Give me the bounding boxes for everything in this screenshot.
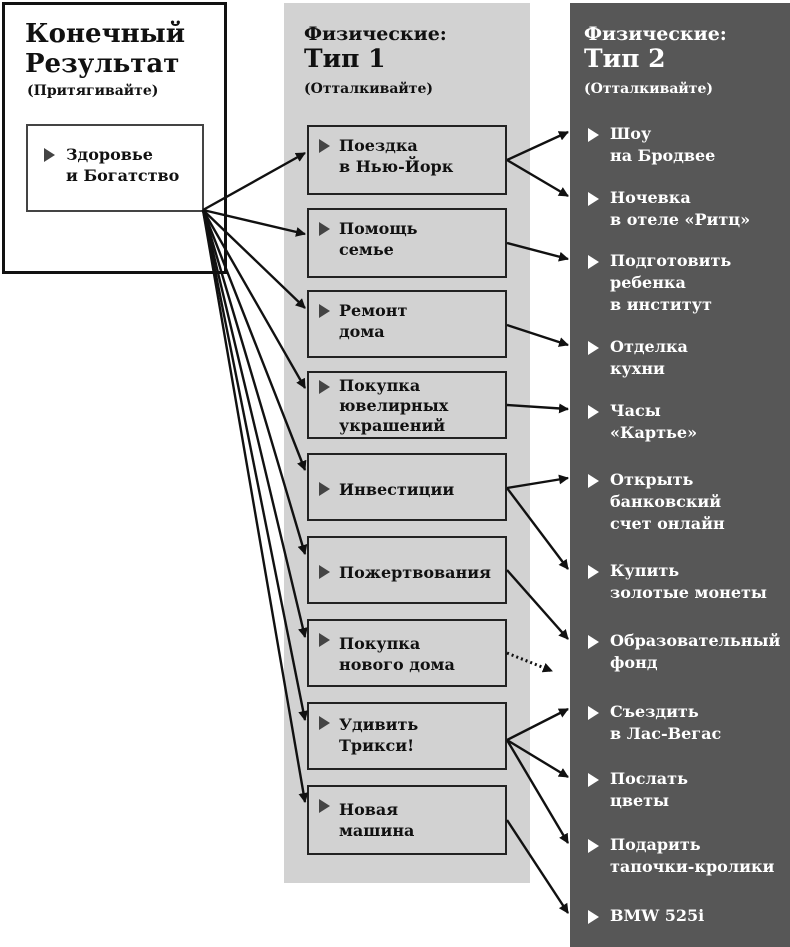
type2-item-label: Шоу на Бродвее	[610, 124, 716, 165]
end-result-box: Здоровье и Богатство	[26, 124, 204, 212]
arrow-result-to-type1	[201, 209, 307, 471]
type1-subtitle: (Отталкивайте)	[304, 81, 433, 97]
triangle-bullet-icon	[588, 773, 599, 787]
type1-box-label: Инвестиции	[339, 480, 455, 499]
arrow-type1-to-type2	[506, 241, 569, 262]
type2-item-label: Отделка кухни	[610, 337, 688, 378]
triangle-bullet-icon	[319, 380, 330, 394]
arrow-result-to-type1	[202, 209, 306, 309]
type1-box-label: Удивить Трикси!	[339, 715, 419, 755]
type1-title: Физические:	[304, 23, 447, 45]
arrow-result-to-type1	[201, 209, 309, 721]
type2-item-label: Подготовить ребенка в институт	[610, 251, 732, 314]
triangle-bullet-icon	[319, 565, 330, 579]
arrow-type1-to-type2	[506, 738, 569, 779]
arrow-type1-to-type2	[506, 569, 569, 640]
arrow-result-to-type1	[202, 151, 306, 212]
type1-box: Новая машина	[307, 785, 507, 855]
triangle-bullet-icon	[588, 706, 599, 720]
triangle-bullet-icon	[588, 565, 599, 579]
triangle-bullet-icon	[588, 839, 599, 853]
arrow-result-to-type1	[201, 209, 309, 803]
type2-item-label: Образовательный фонд	[610, 631, 781, 672]
triangle-bullet-icon	[588, 128, 599, 142]
triangle-bullet-icon	[319, 139, 330, 153]
triangle-bullet-icon	[588, 635, 599, 649]
type2-number: Тип 2	[584, 44, 666, 73]
end-result-title: Конечный Результат	[25, 19, 185, 79]
type1-box: Пожертвования	[307, 536, 507, 604]
type1-box: Удивить Трикси!	[307, 702, 507, 770]
type2-item-label: Подарить тапочки-кролики	[610, 835, 775, 876]
type2-item-label: Часы «Картье»	[610, 401, 698, 442]
arrow-type1-to-type2	[506, 323, 569, 347]
type1-box-label: Ремонт дома	[339, 301, 408, 341]
type1-number: Тип 1	[304, 44, 386, 73]
triangle-bullet-icon	[319, 482, 330, 496]
type1-box: Поездка в Нью-Йорк	[307, 125, 507, 195]
arrow-type1-to-type2	[506, 707, 569, 742]
type1-box-label: Покупка нового дома	[339, 634, 455, 674]
triangle-bullet-icon	[319, 799, 330, 813]
arrow-result-to-type1	[201, 209, 308, 555]
arrow-result-to-type1	[201, 209, 308, 638]
triangle-bullet-icon	[588, 405, 599, 419]
arrow-type1-to-type2	[506, 403, 569, 414]
column-physical-type2: Физические: Тип 2 (Отталкивайте) Шоу на …	[570, 3, 790, 947]
type1-box: Ремонт дома	[307, 290, 507, 358]
arrow-result-to-type1	[201, 209, 307, 389]
arrow-type1-to-type2	[506, 130, 569, 162]
type2-item-label: Съездить в Лас-Вегас	[610, 702, 722, 743]
triangle-bullet-icon	[588, 341, 599, 355]
arrow-type1-to-type2	[506, 487, 569, 570]
dotted-arrow-type1-to-type2	[506, 651, 553, 673]
type1-box-label: Новая машина	[339, 800, 415, 840]
type2-subtitle: (Отталкивайте)	[584, 81, 713, 97]
type1-box-label: Покупка ювелирных украшений	[339, 376, 449, 435]
triangle-bullet-icon	[588, 255, 599, 269]
type2-item-label: Послать цветы	[610, 769, 688, 810]
arrow-type1-to-type2	[506, 158, 569, 198]
arrow-type1-to-type2	[505, 739, 570, 844]
type1-box-label: Пожертвования	[339, 563, 491, 582]
type2-item-label: Открыть банковский счет онлайн	[610, 470, 725, 533]
triangle-bullet-icon	[319, 304, 330, 318]
end-result-subtitle: (Притягивайте)	[27, 83, 159, 99]
triangle-bullet-icon	[319, 716, 330, 730]
triangle-bullet-icon	[588, 474, 599, 488]
type2-item-label: Купить золотые монеты	[610, 561, 767, 602]
arrow-result-to-type1	[202, 208, 306, 237]
arrow-type1-to-type2	[505, 819, 570, 914]
type2-item-label: Ночевка в отеле «Ритц»	[610, 188, 751, 229]
triangle-bullet-icon	[319, 222, 330, 236]
type1-box: Инвестиции	[307, 453, 507, 521]
type1-box-label: Поездка в Нью-Йорк	[339, 136, 454, 176]
type1-box: Покупка нового дома	[307, 619, 507, 687]
triangle-bullet-icon	[319, 633, 330, 647]
triangle-bullet-icon	[44, 148, 55, 162]
type1-box: Покупка ювелирных украшений	[307, 371, 507, 439]
arrow-type1-to-type2	[506, 474, 569, 490]
type2-title: Физические:	[584, 23, 727, 45]
type2-item-label: BMW 525i	[610, 906, 705, 925]
type1-box: Помощь семье	[307, 208, 507, 278]
triangle-bullet-icon	[588, 192, 599, 206]
type1-box-label: Помощь семье	[339, 219, 418, 259]
triangle-bullet-icon	[588, 910, 599, 924]
end-result-item-label: Здоровье и Богатство	[66, 145, 180, 185]
